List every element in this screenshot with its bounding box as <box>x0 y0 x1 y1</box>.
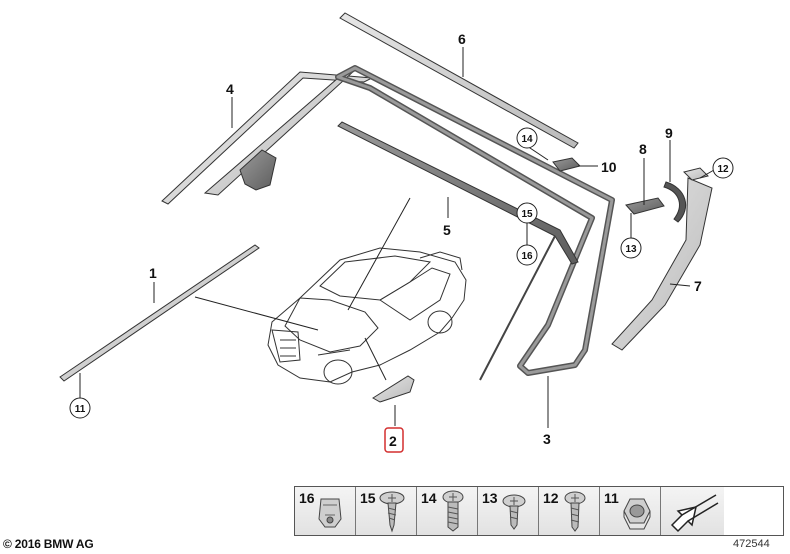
part-4-roof-rail <box>161 69 374 205</box>
legend-number: 15 <box>360 490 376 506</box>
legend-number: 12 <box>543 490 559 506</box>
legend-cell-11[interactable]: 11 <box>600 487 661 535</box>
callout-15[interactable]: 15 <box>521 209 533 220</box>
clip-nut-icon <box>318 498 342 528</box>
callout-12-circle[interactable]: 12 <box>712 157 734 179</box>
callout-13[interactable]: 13 <box>625 244 637 255</box>
callout-4[interactable]: 4 <box>226 81 234 97</box>
image-number: 472544 <box>733 538 770 550</box>
callout-14-circle[interactable]: 14 <box>516 127 538 149</box>
part-7-pillar-trim <box>611 177 713 351</box>
callout-2-highlighted[interactable]: 2 <box>384 427 404 453</box>
callout-5[interactable]: 5 <box>443 222 451 238</box>
callout-14[interactable]: 14 <box>521 134 533 145</box>
legend-cell-16[interactable]: 16 <box>295 487 356 535</box>
callout-7[interactable]: 7 <box>694 278 702 294</box>
screw-icon <box>502 494 526 530</box>
arrow-icon <box>670 494 719 533</box>
callout-10[interactable]: 10 <box>601 159 617 175</box>
part-3-windscreen-frame <box>335 65 615 376</box>
part-9-curved-seal <box>663 181 687 223</box>
legend-number: 11 <box>604 490 619 506</box>
hex-nut-icon <box>623 498 651 530</box>
callout-11[interactable]: 11 <box>75 404 86 415</box>
legend-cell-15[interactable]: 15 <box>356 487 417 535</box>
callout-11-circle[interactable]: 11 <box>69 397 91 419</box>
fastener-legend: 16 15 14 13 12 <box>294 486 784 536</box>
screw-icon <box>442 490 464 532</box>
callout-9[interactable]: 9 <box>665 125 673 141</box>
part-6-roof-trim <box>339 12 579 149</box>
callout-8[interactable]: 8 <box>639 141 647 157</box>
screw-icon <box>564 491 586 532</box>
legend-cell-arrow[interactable] <box>661 487 724 535</box>
callout-12[interactable]: 12 <box>717 164 729 175</box>
legend-number: 13 <box>482 490 498 506</box>
car-illustration <box>267 247 467 385</box>
part-8-bracket <box>625 197 665 215</box>
legend-number: 14 <box>421 490 437 506</box>
legend-cell-13[interactable]: 13 <box>478 487 539 535</box>
part-2-trim-piece <box>372 375 415 403</box>
legend-cell-14[interactable]: 14 <box>417 487 478 535</box>
legend-number: 16 <box>299 490 315 506</box>
callout-2[interactable]: 2 <box>389 433 397 449</box>
callout-13-circle[interactable]: 13 <box>620 237 642 259</box>
callout-15-circle[interactable]: 15 <box>516 202 538 224</box>
callout-16-circle[interactable]: 16 <box>516 244 538 266</box>
callout-16[interactable]: 16 <box>521 251 533 262</box>
callout-3[interactable]: 3 <box>543 431 551 447</box>
legend-cell-12[interactable]: 12 <box>539 487 600 535</box>
part-5-seal-strip <box>337 121 579 381</box>
leader-lines <box>79 47 715 428</box>
part-1-moulding <box>59 244 260 382</box>
copyright-text: © 2016 BMW AG <box>3 537 94 551</box>
callout-1[interactable]: 1 <box>149 265 157 281</box>
callout-6[interactable]: 6 <box>458 31 466 47</box>
screw-icon <box>379 491 405 533</box>
